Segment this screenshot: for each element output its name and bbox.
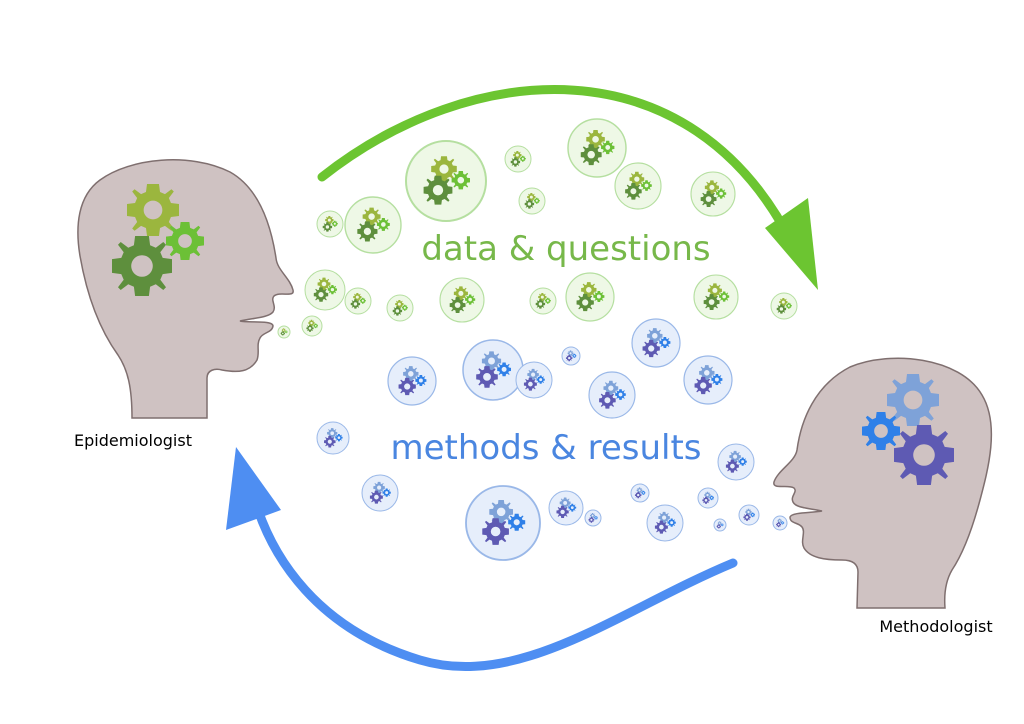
- thought-bubble-icon: [361, 474, 399, 512]
- blue-bubble-group: [316, 318, 788, 561]
- thought-bubble-icon: [614, 162, 662, 210]
- thought-bubble-icon: [584, 509, 602, 527]
- thought-bubble-icon: [646, 504, 684, 542]
- thought-bubble-icon: [518, 187, 546, 215]
- methodologist-head-icon: [773, 357, 993, 609]
- thought-bubble-icon: [713, 518, 727, 532]
- top-flow-label: data & questions: [421, 229, 710, 269]
- thought-bubble-icon: [717, 443, 755, 481]
- thought-bubble-icon: [386, 294, 414, 322]
- thought-bubble-icon: [690, 171, 736, 217]
- gear-icon: [327, 285, 337, 295]
- thought-bubble-icon: [301, 315, 323, 337]
- thought-bubble-icon: [770, 292, 798, 320]
- epidemiologist-head-icon: [77, 159, 294, 419]
- thought-bubble-icon: [277, 325, 291, 339]
- thought-bubble-icon: [405, 140, 487, 222]
- thought-bubble-icon: [504, 145, 532, 173]
- thought-bubble-icon: [683, 355, 733, 405]
- thought-bubble-icon: [515, 361, 553, 399]
- bottom-flow-label: methods & results: [390, 428, 701, 468]
- thought-bubble-icon: [588, 371, 636, 419]
- gear-icon: [112, 236, 172, 296]
- green-arrow-head-icon: [765, 198, 818, 290]
- gear-icon: [568, 503, 577, 512]
- gear-icon: [750, 512, 755, 518]
- thought-bubble-icon: [344, 196, 402, 254]
- thought-bubble-icon: [631, 318, 681, 368]
- thought-bubble-icon: [630, 483, 650, 503]
- gear-icon: [565, 354, 573, 362]
- gear-icon: [703, 294, 720, 310]
- thought-bubble-icon: [567, 118, 627, 178]
- methodologist-label: Methodologist: [879, 617, 992, 636]
- thought-bubble-icon: [548, 490, 584, 526]
- thought-bubble-icon: [772, 515, 788, 531]
- thought-bubble-icon: [462, 339, 524, 401]
- blue-arrow-shaft: [247, 485, 738, 672]
- thought-bubble-icon: [561, 346, 581, 366]
- thought-bubble-icon: [529, 287, 557, 315]
- epidemiologist-label: Epidemiologist: [74, 431, 192, 450]
- thought-bubble-icon: [316, 210, 344, 238]
- thought-bubble-icon: [693, 274, 739, 320]
- gear-icon: [482, 518, 509, 545]
- thought-bubble-icon: [316, 421, 350, 455]
- gear-icon: [709, 495, 714, 501]
- gear-icon: [594, 516, 598, 520]
- thought-bubble-icon: [344, 287, 372, 315]
- thought-bubble-icon: [439, 277, 485, 323]
- green-arrow-shaft: [317, 85, 798, 250]
- thought-bubble-icon: [738, 504, 760, 526]
- thought-bubble-icon: [465, 485, 541, 561]
- thought-bubble-icon: [565, 272, 615, 322]
- blue-arrow-head-icon: [226, 447, 281, 530]
- thought-bubble-icon: [304, 269, 346, 311]
- green-bubble-group: [277, 118, 798, 339]
- thought-bubble-icon: [697, 487, 719, 509]
- thought-bubble-icon: [387, 356, 437, 406]
